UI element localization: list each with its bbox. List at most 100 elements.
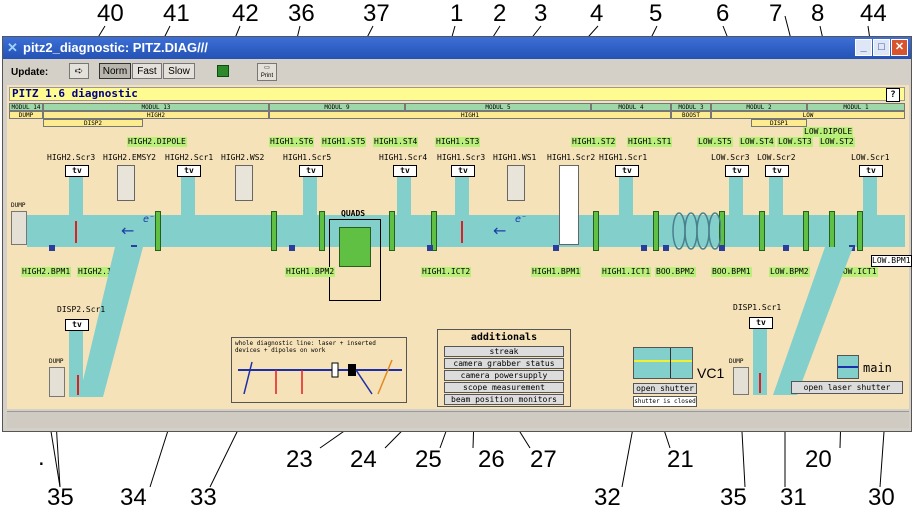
quads-box[interactable] bbox=[329, 219, 381, 301]
booster-cavity-icon[interactable] bbox=[671, 211, 721, 251]
bpm-low-2[interactable] bbox=[783, 245, 789, 251]
camera-powersupply-button[interactable]: camera powersupply bbox=[444, 370, 564, 381]
callout-20: 20 bbox=[805, 446, 832, 473]
bpm-high1-2[interactable] bbox=[289, 245, 295, 251]
ws1-device[interactable] bbox=[507, 165, 525, 201]
tv-button-high2-scr1[interactable]: tv bbox=[177, 165, 201, 177]
bpm-boo-2[interactable] bbox=[663, 245, 669, 251]
beam-position-monitors-button[interactable]: beam position monitors bbox=[444, 394, 564, 405]
label-low-st4[interactable]: LOW.ST4 bbox=[739, 137, 775, 147]
screen-high2-scr3[interactable] bbox=[75, 221, 77, 243]
dump-disp2[interactable] bbox=[49, 367, 65, 397]
disp2-branch bbox=[79, 247, 853, 397]
stem-low-scr2 bbox=[769, 177, 783, 217]
tv-button-low-scr1[interactable]: tv bbox=[859, 165, 883, 177]
label-boo-bpm1[interactable]: BOO.BPM1 bbox=[711, 267, 752, 277]
label-low-bpm1[interactable]: LOW.BPM1 bbox=[871, 255, 912, 267]
screen-disp1-scr1[interactable] bbox=[759, 373, 761, 393]
label-high2-dipole[interactable]: HIGH2.DIPOLE bbox=[127, 137, 187, 147]
coil-low-st4[interactable] bbox=[759, 211, 765, 251]
label-high1-scr1: HIGH1.Scr1 bbox=[599, 153, 648, 162]
vc1-display[interactable] bbox=[633, 347, 693, 379]
tv-button-high1-scr5[interactable]: tv bbox=[299, 165, 323, 177]
coil-low-st2[interactable] bbox=[857, 211, 863, 251]
coil-high1-st1[interactable] bbox=[653, 211, 659, 251]
label-high1-st3[interactable]: HIGH1.ST3 bbox=[435, 137, 481, 147]
label-high2-bpm1[interactable]: HIGH2.BPM1 bbox=[21, 267, 72, 277]
emsy2-device[interactable] bbox=[117, 165, 135, 201]
bpm-high2-1[interactable] bbox=[49, 245, 55, 251]
label-high2-ict1[interactable]: HIGH2.ICT1 bbox=[77, 267, 128, 277]
dump-high2[interactable] bbox=[11, 211, 27, 245]
label-high1-st6[interactable]: HIGH1.ST6 bbox=[269, 137, 315, 147]
coil-high1-st5[interactable] bbox=[319, 211, 325, 251]
bpm-high1-ict1[interactable] bbox=[641, 245, 647, 251]
callout-7: 7 bbox=[769, 0, 783, 27]
minimize-button[interactable]: _ bbox=[855, 39, 872, 56]
scr2-screen-white[interactable] bbox=[559, 165, 579, 245]
screen-disp2-scr1[interactable] bbox=[77, 375, 79, 395]
open-laser-shutter-button[interactable]: open laser shutter bbox=[791, 381, 903, 394]
mode-slow-button[interactable]: Slow bbox=[163, 63, 195, 79]
tv-button-disp1-scr1[interactable]: tv bbox=[749, 317, 773, 329]
quads-inner[interactable] bbox=[339, 227, 371, 267]
coil-high1-st4[interactable] bbox=[389, 211, 395, 251]
label-high1-bpm1[interactable]: HIGH1.BPM1 bbox=[531, 267, 582, 277]
vc1-open-shutter-button[interactable]: open shutter bbox=[633, 383, 697, 394]
streak-button[interactable]: streak bbox=[444, 346, 564, 357]
electron-marker-high1: e⁻ bbox=[515, 214, 528, 225]
tv-button-high1-scr1[interactable]: tv bbox=[615, 165, 639, 177]
mode-fast-button[interactable]: Fast bbox=[132, 63, 162, 79]
laser-schematic-panel[interactable]: whole diagnostic line: laser + inserted … bbox=[231, 337, 407, 403]
tv-button-disp2-scr1[interactable]: tv bbox=[65, 319, 89, 331]
bpm-high1-ict2[interactable] bbox=[427, 245, 433, 251]
tv-button-low-scr2[interactable]: tv bbox=[765, 165, 789, 177]
update-label: Update: bbox=[11, 67, 49, 78]
camera-grabber-status-button[interactable]: camera grabber status bbox=[444, 358, 564, 369]
print-button[interactable]: ▭Print bbox=[257, 63, 277, 81]
coil-low-st3[interactable] bbox=[803, 211, 809, 251]
maximize-button[interactable]: □ bbox=[873, 39, 890, 56]
label-dump-disp2: DUMP bbox=[49, 358, 64, 365]
arrow-left-icon: ← bbox=[493, 221, 507, 240]
label-high1-scr3: HIGH1.Scr3 bbox=[437, 153, 486, 162]
label-high1-ict1[interactable]: HIGH1.ICT1 bbox=[601, 267, 652, 277]
tv-button-high1-scr3[interactable]: tv bbox=[451, 165, 475, 177]
app-window: ✕ pitz2_diagnostic: PITZ.DIAG/// _ □ ✕ U… bbox=[2, 36, 912, 432]
coil-high1-st3[interactable] bbox=[431, 211, 437, 251]
label-high1-st1[interactable]: HIGH1.ST1 bbox=[627, 137, 673, 147]
label-high1-st4[interactable]: HIGH1.ST4 bbox=[373, 137, 419, 147]
dump-disp1[interactable] bbox=[733, 367, 749, 395]
label-low-ict1[interactable]: LOW.ICT1 bbox=[837, 267, 878, 277]
bpm-boo-1[interactable] bbox=[719, 245, 725, 251]
help-button[interactable]: ? bbox=[886, 88, 900, 102]
scope-measurement-button[interactable]: scope measurement bbox=[444, 382, 564, 393]
callout-40: 40 bbox=[97, 0, 124, 27]
label-high1-st2[interactable]: HIGH1.ST2 bbox=[571, 137, 617, 147]
bpm-high1-1[interactable] bbox=[553, 245, 559, 251]
label-low-st2[interactable]: LOW.ST2 bbox=[819, 137, 855, 147]
label-low-dipole[interactable]: LOW.DIPOLE bbox=[803, 127, 854, 137]
label-high1-ws1: HIGH1.WS1 bbox=[493, 153, 537, 162]
screen-high1-scr3[interactable] bbox=[461, 221, 463, 243]
tv-button-high2-scr3[interactable]: tv bbox=[65, 165, 89, 177]
label-boo-bpm2[interactable]: BOO.BPM2 bbox=[655, 267, 696, 277]
label-low-st5[interactable]: LOW.ST5 bbox=[697, 137, 733, 147]
label-low-bpm2[interactable]: LOW.BPM2 bbox=[769, 267, 810, 277]
label-high1-ict2[interactable]: HIGH1.ICT2 bbox=[421, 267, 472, 277]
title-bar[interactable]: ✕ pitz2_diagnostic: PITZ.DIAG/// _ □ ✕ bbox=[3, 37, 911, 59]
coil-high1-st6[interactable] bbox=[271, 211, 277, 251]
coil-high2-dipole[interactable] bbox=[155, 211, 161, 251]
refresh-button[interactable]: ➪ bbox=[69, 63, 89, 79]
tv-button-high1-scr4[interactable]: tv bbox=[393, 165, 417, 177]
callout-4: 4 bbox=[590, 0, 604, 27]
tv-button-low-scr3[interactable]: tv bbox=[725, 165, 749, 177]
ws2-device[interactable] bbox=[235, 165, 253, 201]
label-high1-st5[interactable]: HIGH1.ST5 bbox=[321, 137, 367, 147]
label-high1-bpm2[interactable]: HIGH1.BPM2 bbox=[285, 267, 336, 277]
mode-norm-button[interactable]: Norm bbox=[99, 63, 131, 79]
label-low-st3[interactable]: LOW.ST3 bbox=[777, 137, 813, 147]
coil-high1-st2[interactable] bbox=[593, 211, 599, 251]
grid-icon[interactable] bbox=[217, 65, 229, 77]
close-button[interactable]: ✕ bbox=[891, 39, 908, 56]
